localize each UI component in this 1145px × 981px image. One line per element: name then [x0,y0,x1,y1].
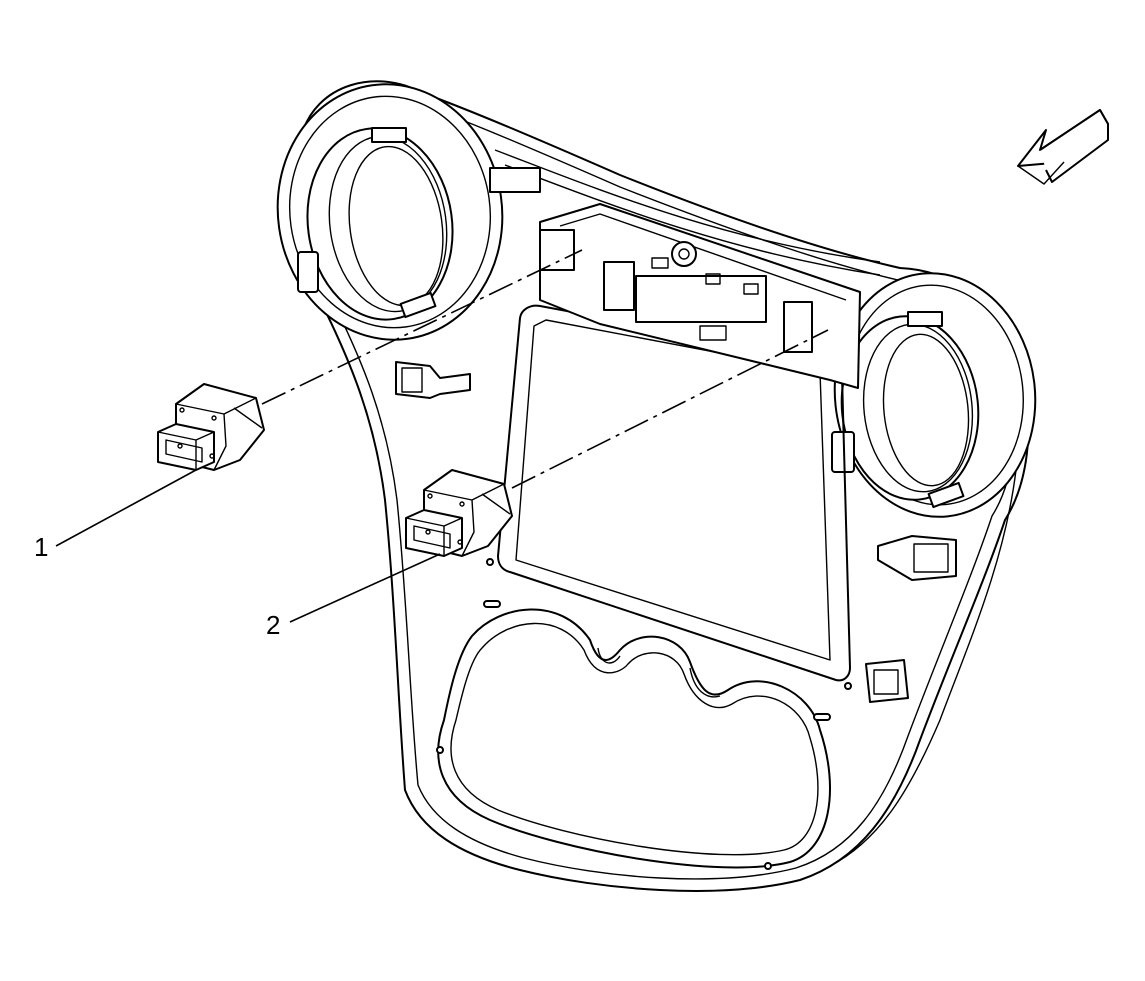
upper-mounting-bracket [489,167,861,389]
leader-line-1 [55,469,197,547]
install-line-1 [261,249,583,405]
switch-2 [405,469,513,557]
left-air-vent-housing [276,83,504,341]
callout-label-1: 1 [34,532,48,562]
bezel-retaining-clip-right-lower [865,659,909,703]
hvac-control-opening [436,558,852,870]
callout-label-2: 2 [266,610,280,640]
view-direction-arrow-icon [1017,109,1109,185]
install-line-2 [511,329,829,489]
bezel-retaining-clip-left [395,361,471,399]
bezel-retaining-clip-right-upper [877,535,957,581]
right-air-vent-housing [831,272,1037,518]
switch-1 [157,383,265,471]
leader-line-2 [289,553,441,623]
